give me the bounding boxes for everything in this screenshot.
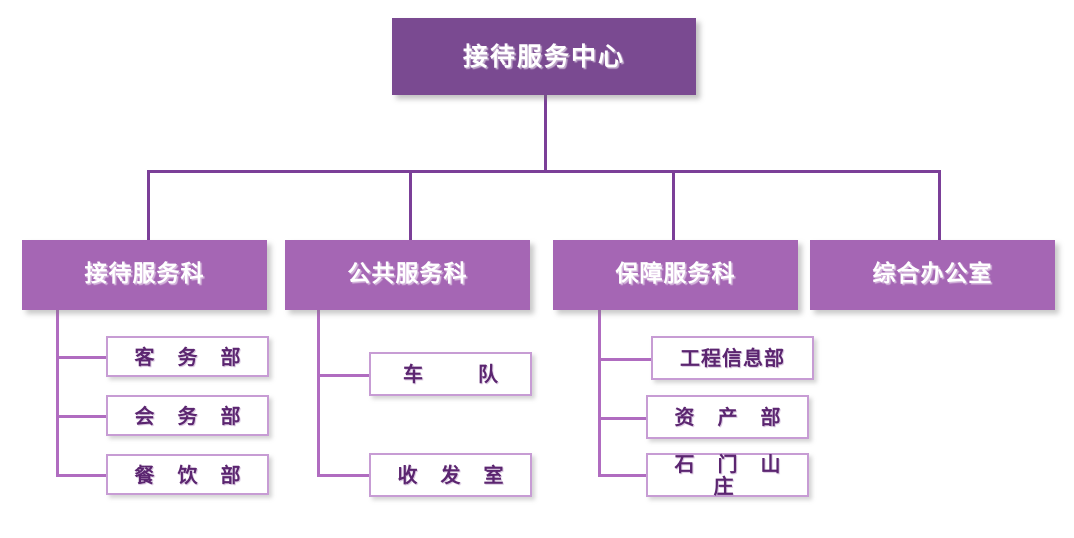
connector-stub-unit-3-2: [598, 417, 652, 420]
node-unit-1-3[interactable]: 餐 饮 部: [106, 454, 269, 495]
node-unit-3-2[interactable]: 资 产 部: [646, 395, 809, 439]
node-department-1[interactable]: 接待服务科: [22, 240, 267, 310]
node-department-3[interactable]: 保障服务科: [553, 240, 798, 310]
connector-drop-dept-3: [672, 170, 675, 242]
node-department-4[interactable]: 综合办公室: [810, 240, 1055, 310]
connector-department-bus: [147, 170, 941, 173]
node-unit-2-2[interactable]: 收 发 室: [369, 453, 532, 497]
connector-stub-unit-1-1: [56, 356, 106, 359]
connector-stub-unit-1-3: [56, 474, 106, 477]
node-root[interactable]: 接待服务中心: [392, 18, 696, 95]
connector-trunk-dept-2: [317, 310, 320, 474]
node-unit-1-1[interactable]: 客 务 部: [106, 336, 269, 377]
node-unit-1-2[interactable]: 会 务 部: [106, 395, 269, 436]
connector-stub-unit-2-2: [317, 474, 369, 477]
connector-stub-unit-3-1: [598, 358, 652, 361]
connector-stub-unit-3-3: [598, 474, 652, 477]
connector-stub-unit-2-1: [317, 374, 369, 377]
node-department-2[interactable]: 公共服务科: [285, 240, 530, 310]
node-unit-2-1[interactable]: 车 队: [369, 352, 532, 396]
connector-root-stem: [544, 95, 547, 173]
connector-stub-unit-1-2: [56, 415, 106, 418]
node-unit-3-3[interactable]: 石 门 山 庄: [646, 453, 809, 497]
connector-trunk-dept-3: [598, 310, 601, 474]
node-unit-3-1[interactable]: 工程信息部: [651, 336, 814, 380]
connector-drop-dept-4: [938, 170, 941, 242]
connector-drop-dept-1: [147, 170, 150, 242]
connector-drop-dept-2: [409, 170, 412, 242]
connector-trunk-dept-1: [56, 310, 59, 474]
